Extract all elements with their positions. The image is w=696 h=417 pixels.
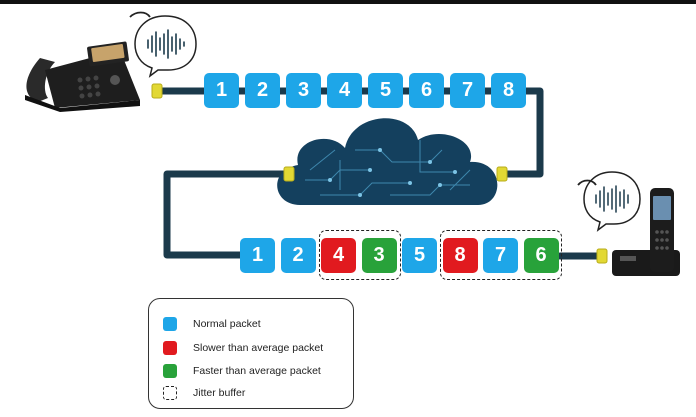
connector-cloud-left — [283, 166, 295, 182]
packet-normal: 2 — [280, 238, 316, 273]
legend-item-jitter: Jitter buffer — [163, 384, 245, 402]
cloud-icon — [277, 118, 498, 205]
packet-normal: 2 — [245, 73, 280, 108]
legend-label-normal: Normal packet — [193, 318, 261, 330]
packet-fast: 6 — [523, 238, 559, 273]
voice-wave-bubble-icon — [129, 11, 197, 78]
packet-slow: 8 — [442, 238, 478, 273]
packet-normal: 8 — [491, 73, 526, 108]
connector-icons — [151, 83, 608, 264]
cordless-phone-icon — [612, 188, 680, 276]
jitter-buffer-swatch — [163, 386, 177, 400]
legend-item-normal: Normal packet — [163, 315, 261, 333]
legend-label-slow: Slower than average packet — [193, 342, 324, 354]
desk-phone-icon — [25, 41, 140, 112]
jitter-buffer-box — [319, 230, 401, 280]
jitter-buffer-box — [440, 230, 562, 280]
packet-normal: 1 — [204, 73, 239, 108]
voice-wave-bubble-icon — [577, 171, 641, 232]
slow-packet-swatch — [163, 341, 177, 355]
legend-label-fast: Faster than average packet — [193, 365, 321, 377]
packet-normal: 7 — [450, 73, 485, 108]
connector-receiver — [596, 248, 608, 264]
connector-sender — [151, 83, 163, 99]
packet-normal: 1 — [240, 238, 275, 273]
connector-cloud-right — [496, 166, 508, 182]
legend: Normal packet Slower than average packet… — [148, 298, 354, 409]
packet-normal: 7 — [483, 238, 518, 273]
packet-normal: 4 — [327, 73, 362, 108]
normal-packet-swatch — [163, 317, 177, 331]
legend-item-slow: Slower than average packet — [163, 339, 323, 357]
packet-normal: 5 — [402, 238, 437, 273]
packet-slow: 4 — [321, 238, 356, 273]
packet-normal: 3 — [286, 73, 321, 108]
top-border — [0, 0, 696, 4]
legend-label-jitter: Jitter buffer — [193, 387, 246, 399]
packet-fast: 3 — [361, 238, 397, 273]
packet-normal: 6 — [409, 73, 444, 108]
legend-item-fast: Faster than average packet — [163, 362, 321, 380]
fast-packet-swatch — [163, 364, 177, 378]
packet-normal: 5 — [368, 73, 403, 108]
left-line — [163, 170, 294, 259]
